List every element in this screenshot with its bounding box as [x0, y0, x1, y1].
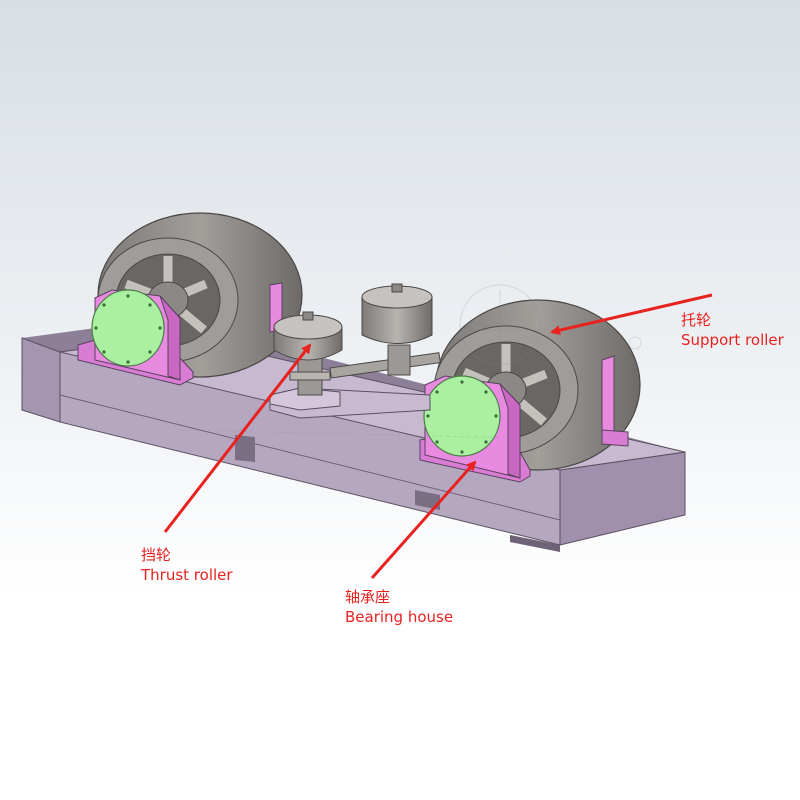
thrust-roller-label-zh: 挡轮 [141, 546, 172, 564]
thrust-roller-arrow [163, 343, 312, 533]
support-roller-arrow [550, 293, 713, 336]
watermark-logo [179, 284, 642, 441]
bearing-house-label-en: Bearing house [345, 608, 454, 626]
callout-arrows [163, 293, 713, 579]
bearing-house-label-zh: 轴承座 [345, 588, 391, 606]
thrust-roller-label-en: Thrust roller [141, 566, 233, 584]
support-roller-label: 托轮 Support roller [681, 310, 784, 350]
bearing-house-arrow [370, 460, 477, 579]
thrust-roller-label: 挡轮 Thrust roller [141, 545, 233, 585]
right-bearing-house [419, 375, 531, 483]
left-bearing-house [77, 289, 194, 386]
bearing-house-label: 轴承座 Bearing house [345, 587, 453, 627]
support-roller-label-zh: 托轮 [681, 311, 712, 329]
support-roller-label-en: Support roller [681, 331, 784, 349]
